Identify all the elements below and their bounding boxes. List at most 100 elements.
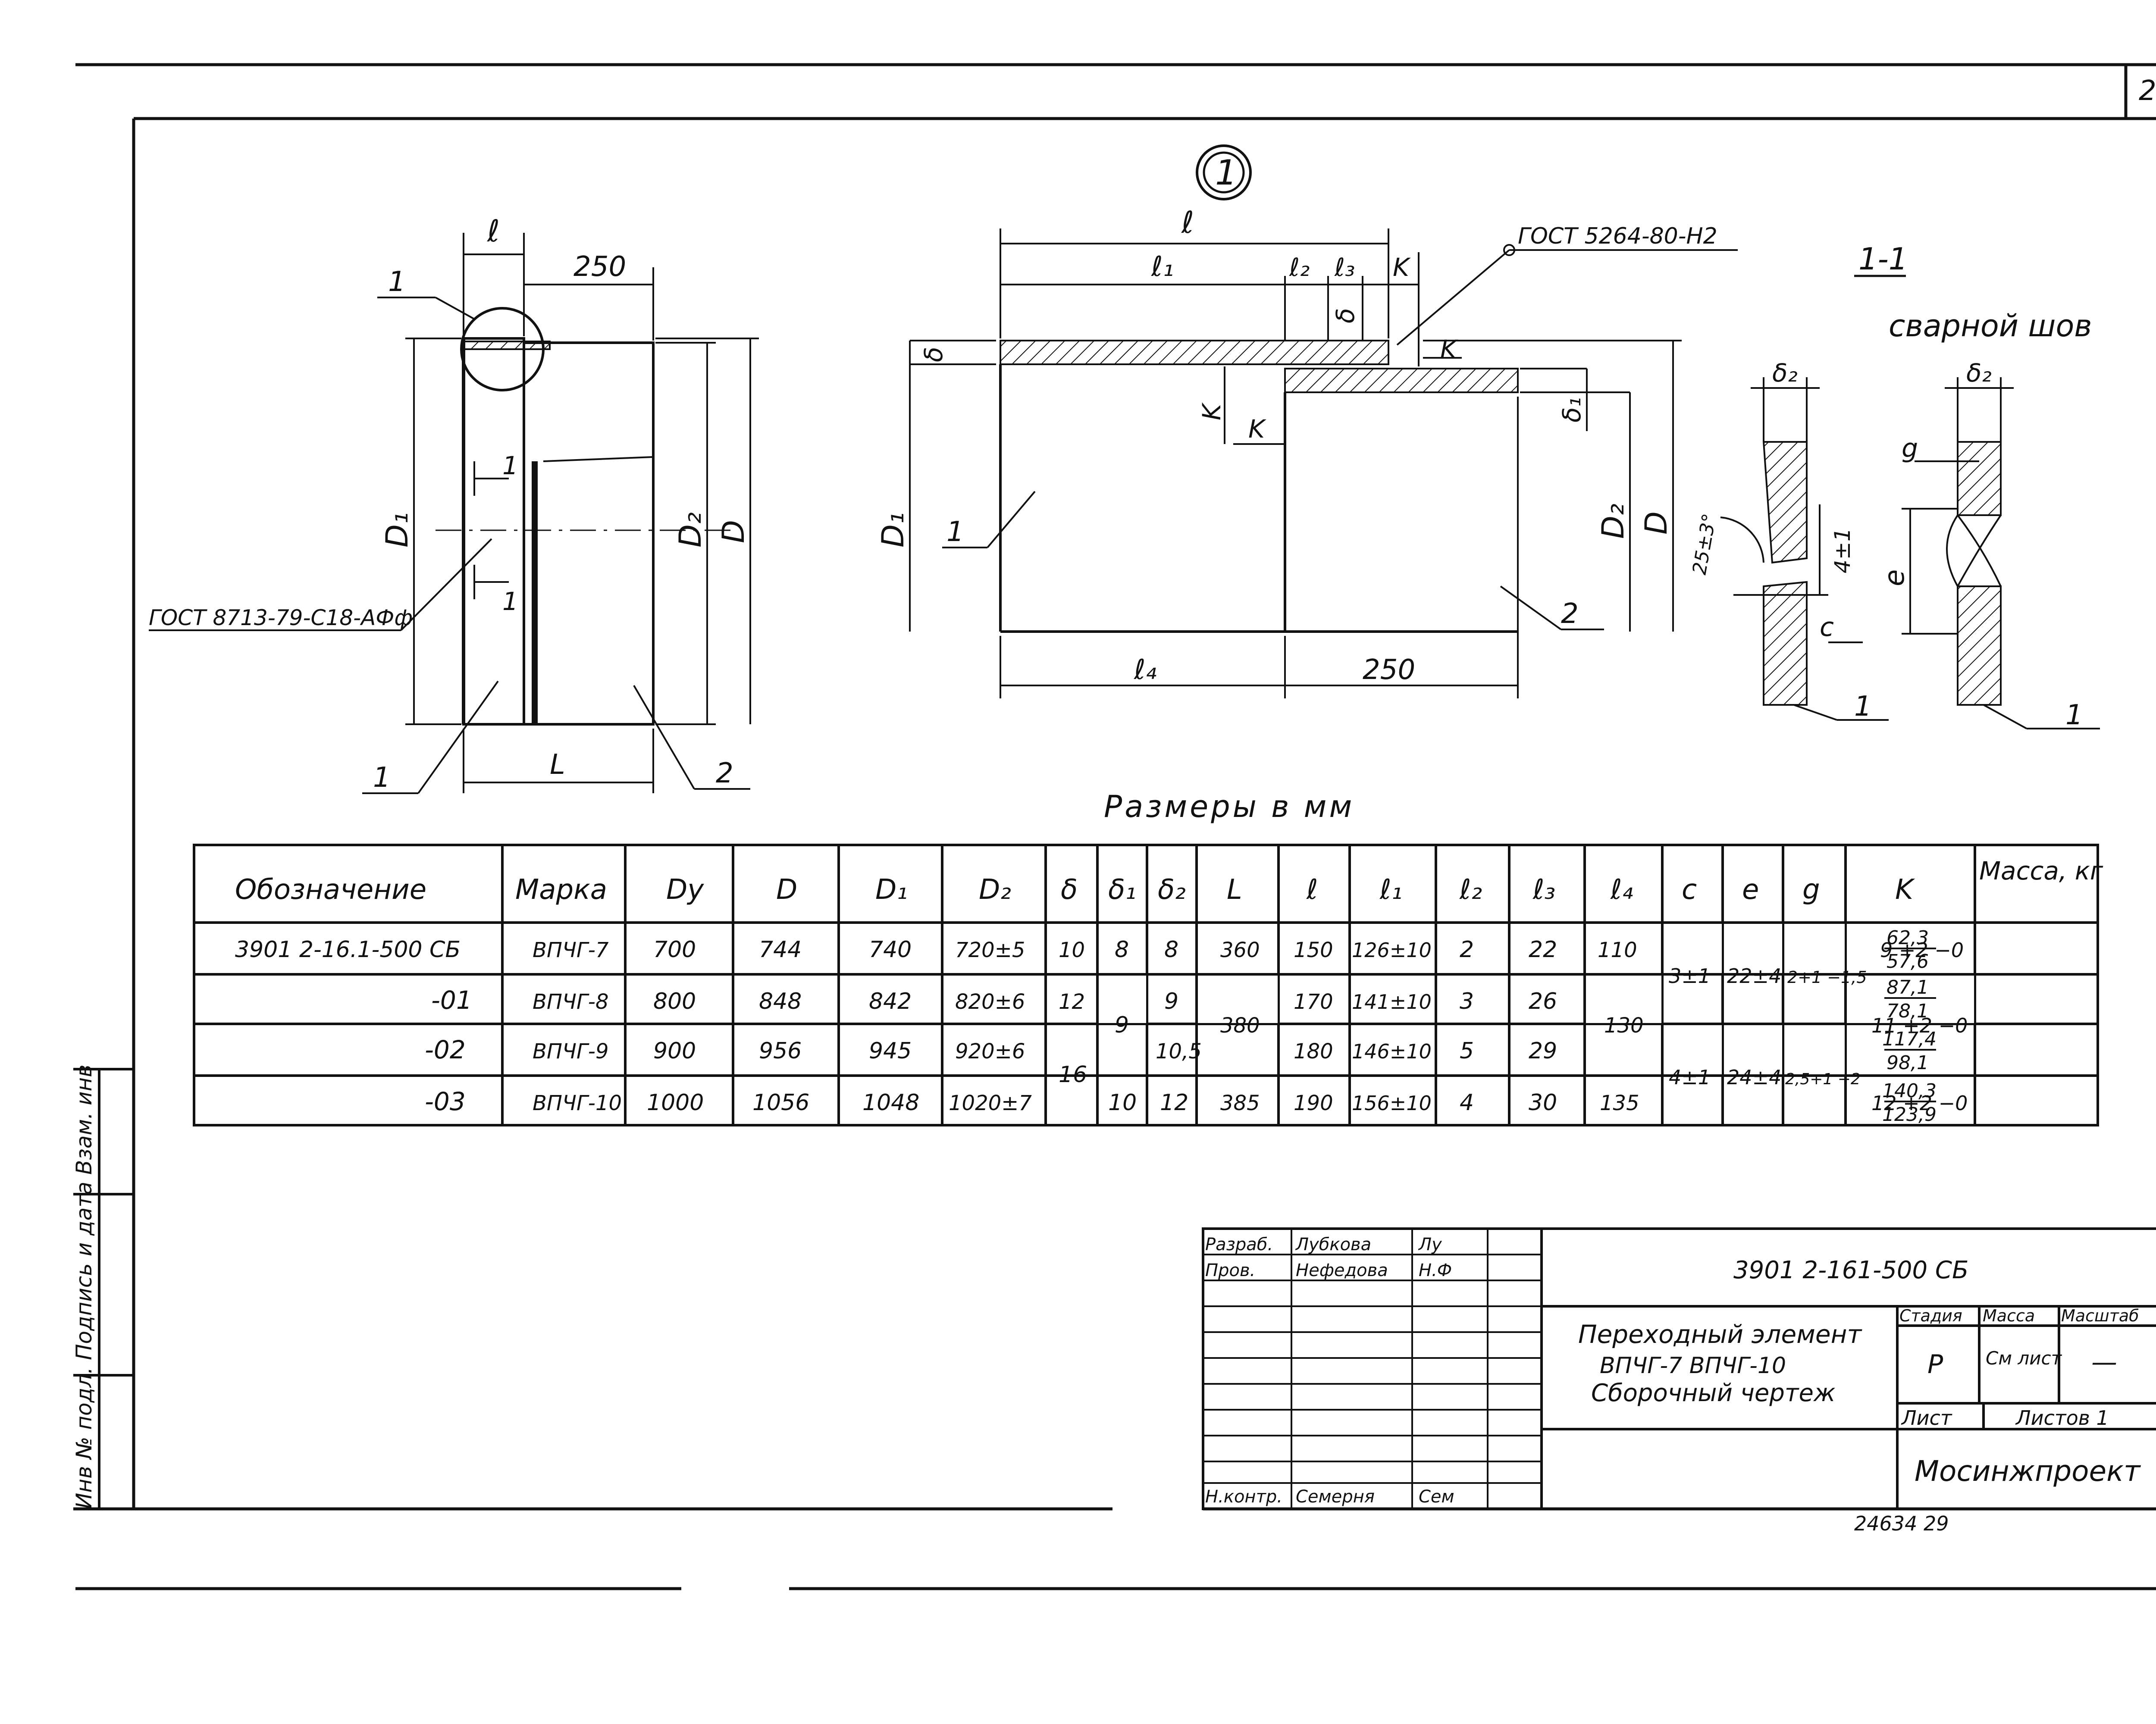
th-l2: ℓ₂ — [1459, 874, 1482, 906]
row4-l3: 30 — [1529, 1090, 1557, 1116]
footer-code: 24634 29 — [1854, 1512, 1949, 1535]
cell-b2-r4: 12 — [1160, 1090, 1188, 1116]
table-row: -02 ВПЧГ-9 900 956 945 920±6 180 146±10 … — [425, 1028, 1937, 1074]
left-section-mark-top: 1 — [502, 451, 518, 480]
th-designation: Обозначение — [235, 874, 426, 906]
cell-g-r12: 2+1 −1,5 — [1787, 968, 1867, 987]
tb-name-2: Нефедова — [1296, 1261, 1388, 1280]
cell-b-r34: 16 — [1059, 1062, 1087, 1088]
tb-sheet-label: Лист — [1901, 1406, 1952, 1430]
cell-K-r23: 11 +2 −0 — [1871, 1014, 1968, 1037]
section-subtitle: сварной шов — [1889, 308, 2092, 344]
section-dim-b2-right: δ₂ — [1966, 358, 1992, 388]
tb-doc-code: 3901 2-161-500 СБ — [1733, 1256, 1968, 1284]
th-b2: δ₂ — [1158, 874, 1186, 906]
row3-l1: 146±10 — [1352, 1040, 1432, 1063]
cell-K-r1: 9 +2 −0 — [1880, 939, 1964, 962]
cell-l4-r1: 110 — [1598, 938, 1637, 962]
row3-l3: 29 — [1529, 1038, 1557, 1064]
th-K: K — [1895, 874, 1915, 906]
row4-designation: -03 — [425, 1087, 466, 1116]
row1-l1: 126±10 — [1352, 939, 1432, 962]
cell-b1-r1: 8 — [1115, 937, 1129, 963]
row4-l1: 156±10 — [1352, 1092, 1432, 1115]
row2-mark: ВПЧГ-8 — [533, 990, 609, 1014]
row2-mass-top: 87,1 — [1887, 976, 1929, 998]
row1-D: 744 — [759, 937, 802, 963]
center-dim-K-side: K — [1440, 335, 1458, 364]
row2-D1: 842 — [869, 989, 912, 1014]
table-row: 3901 2-16.1-500 СБ ВПЧГ-7 700 744 740 72… — [235, 927, 1929, 973]
cell-b1-r4: 10 — [1108, 1090, 1137, 1116]
tb-sign-2: Н.Ф — [1419, 1261, 1452, 1280]
cell-l4-r23: 130 — [1604, 1014, 1644, 1038]
tb-role-1: Разраб. — [1205, 1235, 1273, 1255]
row4-D2: 1020±7 — [949, 1091, 1032, 1115]
th-c: c — [1682, 874, 1697, 906]
row4-l2: 4 — [1460, 1090, 1474, 1116]
cell-g-r34: 2,5+1 −2 — [1785, 1070, 1861, 1088]
section-leader-1-left: 1 — [1854, 691, 1872, 723]
row1-mass-bottom: 57,6 — [1887, 951, 1929, 973]
cell-b2-r2: 9 — [1164, 989, 1178, 1014]
cell-e-r12: 22±4 — [1727, 964, 1781, 988]
tb-stage-label: Стадия — [1899, 1306, 1962, 1325]
row4-mark: ВПЧГ-10 — [533, 1091, 622, 1115]
tb-scale-label: Масштаб — [2061, 1306, 2139, 1325]
row4-Dy: 1000 — [647, 1090, 704, 1116]
th-l4: ℓ₄ — [1610, 874, 1633, 906]
table-row: -01 ВПЧГ-8 800 848 842 820±6 170 141±10 … — [431, 976, 1929, 1022]
left-dim-D: D — [716, 520, 751, 543]
cell-l4-r4: 135 — [1600, 1091, 1639, 1115]
dimensions-note: Размеры в мм — [1104, 789, 1354, 824]
th-L: L — [1227, 874, 1242, 906]
row1-l2: 2 — [1460, 937, 1474, 963]
cell-b-r2: 12 — [1059, 990, 1085, 1014]
tb-role-2: Пров. — [1205, 1261, 1255, 1280]
left-leader-2: 2 — [716, 757, 733, 789]
tb-title-3: Сборочный чертеж — [1591, 1379, 1835, 1407]
row2-l2: 3 — [1460, 989, 1474, 1014]
margin-stamp: Инв № подл. Подпись и дата Взам. инв — [72, 1064, 134, 1509]
section-dim-c: c — [1820, 612, 1834, 642]
cell-c-r34: 4±1 — [1669, 1066, 1711, 1089]
cell-L-r1: 360 — [1220, 938, 1260, 962]
th-D1: D₁ — [875, 874, 908, 906]
row2-designation: -01 — [431, 986, 472, 1015]
section-gap: 4±1 — [1830, 528, 1855, 573]
row2-l: 170 — [1294, 990, 1333, 1014]
callout-marker: 1 — [1196, 144, 1252, 200]
th-l1: ℓ₁ — [1379, 874, 1402, 906]
tb-role-3: Н.контр. — [1205, 1487, 1282, 1507]
tb-title-1: Переходный элемент — [1578, 1320, 1863, 1349]
left-weld-note: ГОСТ 8713-79-С18-АФф — [149, 605, 413, 630]
row1-l: 150 — [1294, 938, 1333, 962]
row3-D1: 945 — [869, 1038, 912, 1064]
row4-D1: 1048 — [862, 1090, 919, 1116]
center-weld-note: ГОСТ 5264-80-Н2 — [1518, 223, 1717, 249]
row3-Dy: 900 — [653, 1038, 696, 1064]
cell-L-r4: 385 — [1220, 1091, 1260, 1115]
cell-b2-r3: 10,5 — [1156, 1039, 1202, 1064]
left-leader-1-top: 1 — [388, 266, 406, 298]
callout-marker-label: 1 — [1215, 153, 1237, 193]
left-section-mark-bottom: 1 — [502, 587, 518, 616]
center-leader-2: 2 — [1561, 598, 1579, 630]
tb-name-3: Семерня — [1296, 1487, 1375, 1507]
row4-D: 1056 — [752, 1090, 809, 1116]
spec-table: Обозначение Марка Dу D D₁ D₂ δ δ₁ δ₂ L ℓ… — [193, 844, 2103, 1126]
section-leader-1-right: 1 — [2065, 699, 2083, 731]
left-dim-D2: D₂ — [673, 512, 708, 548]
row2-D2: 820±6 — [955, 990, 1025, 1014]
th-D: D — [776, 874, 797, 906]
section-dim-e: e — [1879, 569, 1911, 586]
th-mass: Масса, кг — [1979, 856, 2103, 885]
section-title: 1-1 — [1858, 241, 1908, 277]
row3-designation: -02 — [425, 1035, 466, 1064]
section-dim-g: g — [1902, 433, 1918, 463]
center-dim-l4: ℓ₄ — [1134, 654, 1156, 686]
row4-mass-bottom: 123,9 — [1882, 1104, 1937, 1126]
left-leader-1-bottom: 1 — [373, 762, 391, 794]
th-e: e — [1742, 874, 1759, 906]
